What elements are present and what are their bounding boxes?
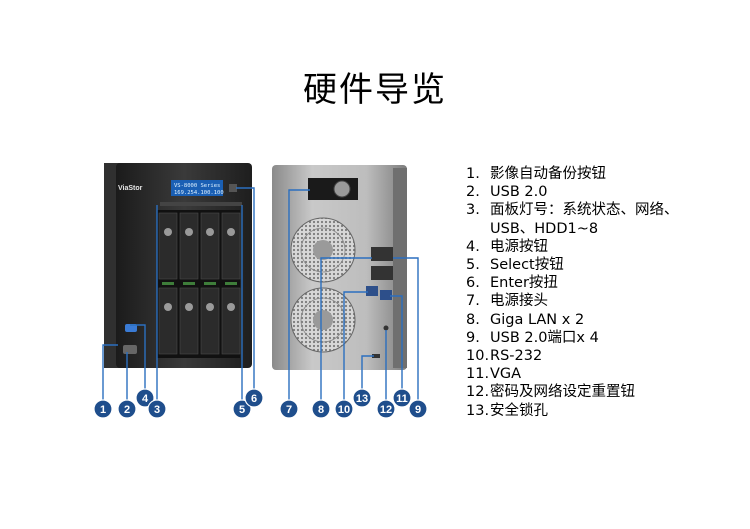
lcd-line-1: VS-8000 Series [174,183,220,189]
legend-text: USB 2.0端口x 4 [490,329,599,346]
reset-button[interactable] [383,325,389,331]
svg-text:2: 2 [124,404,130,416]
svg-text:11: 11 [396,393,408,405]
legend-text: Giga LAN x 2 [490,311,585,328]
callout-badge-8: 8 [311,399,331,419]
callout-badge-5: 5 [232,399,252,419]
callout-badge-7: 7 [279,399,299,419]
brand-logo: ViaStor [118,185,143,192]
legend-text: RS-232 [490,348,543,365]
legend-text: 安全锁孔 [490,402,548,419]
legend-item: 13.安全锁孔 [466,402,706,420]
svg-text:8: 8 [318,404,324,416]
svg-text:5: 5 [239,404,245,416]
legend-number: 6. [466,275,480,292]
lock-slot[interactable] [372,354,380,358]
front-view: ViaStor VS-8000 Series 169.254.100.100 [104,163,252,368]
svg-text:10: 10 [338,404,350,416]
callout-badge-3: 3 [147,399,167,419]
svg-text:13: 13 [356,393,368,405]
legend-number: 9. [466,329,480,346]
callout-badge-9: 9 [408,399,428,419]
legend-item: 8. Giga LAN x 2 [466,311,706,329]
legend-item: 7. 电源接头 [466,292,706,310]
legend-item: 11.VGA [466,365,706,383]
copy-button[interactable] [123,345,137,354]
legend-item: 3. 面板灯号：系统状态、网络、USB、HDD1~8 [466,201,706,237]
legend-number: 2. [466,184,480,201]
legend-number: 5. [466,257,480,274]
legend-text: 影像自动备份按钮 [490,166,606,182]
enter-button[interactable] [229,184,237,192]
callout-badge-11: 11 [392,388,412,408]
legend-text: VGA [490,366,522,383]
legend-number: 3. [466,202,480,219]
svg-text:4: 4 [142,393,149,405]
legend-text: 电源按钮 [490,238,548,255]
legend-item: 10.RS-232 [466,347,706,365]
fan-upper [290,217,356,283]
vga-port[interactable] [380,290,392,300]
lcd-panel [171,180,223,196]
legend-item: 6. Enter按扭 [466,274,706,292]
svg-text:12: 12 [380,404,392,416]
callout-badge-10: 10 [334,399,354,419]
usb-ports-back[interactable] [371,266,393,280]
callout-badge-12: 12 [376,399,396,419]
legend-number: 11. [466,366,490,383]
legend-number: 4. [466,238,480,255]
callout-badge-6: 6 [244,388,264,408]
lcd-line-2: 169.254.100.100 [174,190,224,196]
legend-item: 12.密码及网络设定重置钮 [466,383,706,401]
legend-text: 密码及网络设定重置钮 [490,384,635,401]
back-view [272,165,407,370]
leader-lines [102,187,419,400]
legend-text: Enter按扭 [490,275,558,292]
component-legend: 1. 影像自动备份按钮 2. USB 2.0 3. 面板灯号：系统状态、网络、USB、… [466,165,706,420]
usb-port-front[interactable] [125,324,137,332]
legend-text: 电源接头 [490,293,548,310]
svg-text:7: 7 [286,404,292,416]
svg-text:6: 6 [251,393,257,405]
callout-badge-13: 13 [352,388,372,408]
legend-number: 8. [466,311,480,328]
legend-item: 5. Select按钮 [466,256,706,274]
svg-text:1: 1 [100,404,106,416]
legend-item: 4. 电源按钮 [466,238,706,256]
legend-item: 2. USB 2.0 [466,183,706,201]
lan-ports[interactable] [371,247,393,261]
legend-text: 面板灯号：系统状态、网络、USB、HDD1~8 [490,202,679,237]
svg-text:9: 9 [415,404,421,416]
callout-badge-4: 4 [135,388,155,408]
callout-badge-2: 2 [117,399,137,419]
legend-number: 13. [466,402,490,419]
legend-number: 7. [466,293,480,310]
page-title: 硬件导览 [303,70,447,110]
legend-number: 1. [466,166,480,182]
legend-number: 10. [466,348,490,365]
legend-item: 9. USB 2.0端口x 4 [466,329,706,347]
svg-text:3: 3 [154,404,160,416]
rs232-port[interactable] [366,286,378,296]
legend-text: USB 2.0 [490,184,548,201]
legend-text: Select按钮 [490,257,564,274]
legend-number: 12. [466,384,490,401]
front-led-strip [160,202,242,206]
drive-bays [157,210,241,358]
fan-lower [290,287,356,353]
callout-badges: 1 2 4 3 5 6 7 8 10 13 12 11 9 [93,388,428,419]
legend-item: 1. 影像自动备份按钮 [466,165,706,183]
callout-badge-1: 1 [93,399,113,419]
